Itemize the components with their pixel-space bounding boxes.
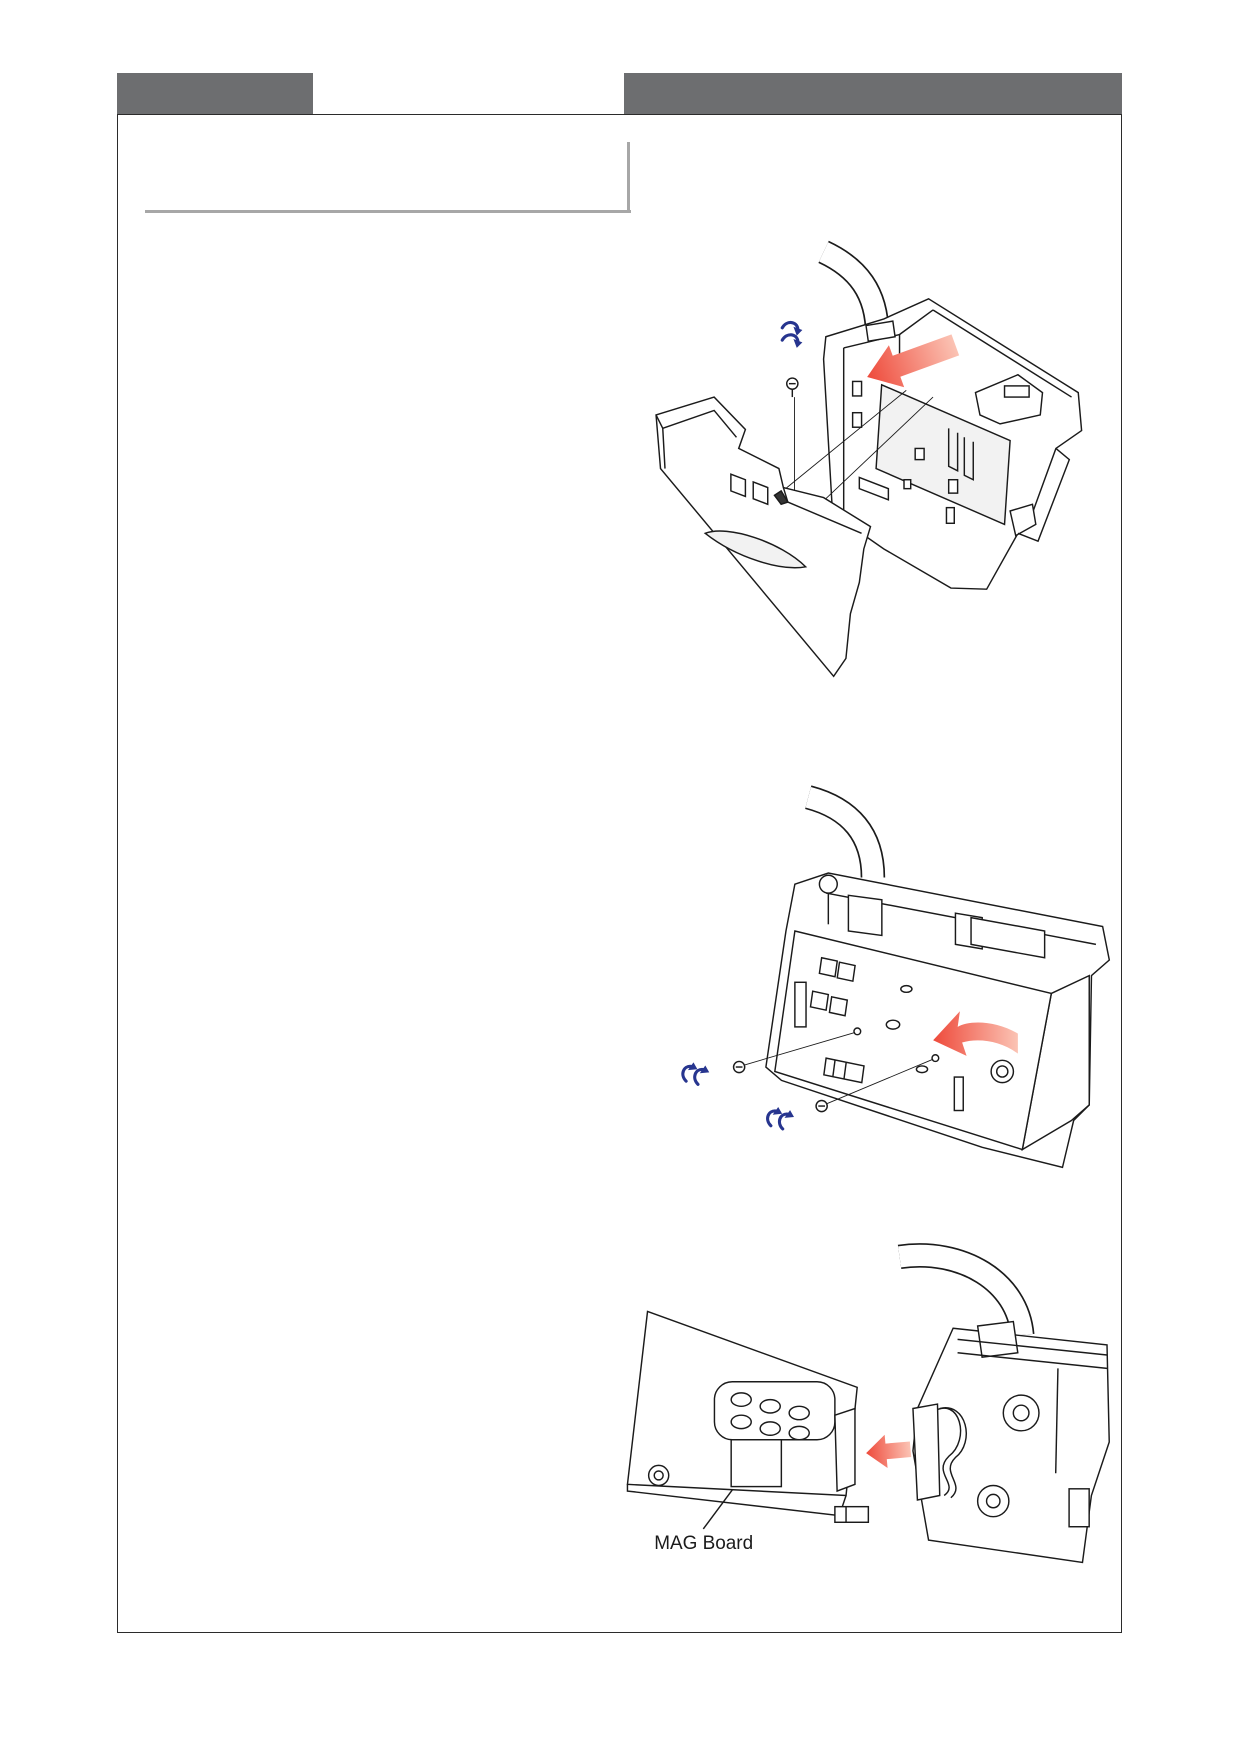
curved-arrow-icon: [933, 1011, 1018, 1056]
section-title-box-bottom: [145, 210, 631, 213]
cable: [804, 785, 886, 878]
slide-arrow-icon: [867, 334, 960, 388]
figure-board-screws: [681, 785, 1111, 1169]
circuit-board: [774, 930, 1053, 1151]
screw-rotate-icon: [766, 1106, 795, 1131]
guide-lines: [785, 390, 934, 500]
chassis: [912, 1320, 1110, 1564]
header-bar-left: [117, 73, 313, 115]
figure-front-cover-removal: [655, 240, 1083, 678]
screw-rotate-icon: [681, 1062, 710, 1086]
screw-icon: [786, 377, 799, 398]
section-title-box-side: [627, 142, 630, 213]
cable: [818, 240, 890, 335]
figure-mag-board-removal: MAG Board: [626, 1243, 1110, 1564]
page-frame: [117, 114, 1122, 1633]
leader-line: [702, 1489, 733, 1530]
slide-arrow-icon: [866, 1434, 912, 1469]
screw-rotate-icon: [780, 320, 803, 348]
front-cover: [655, 396, 872, 678]
screw-icon: [815, 1099, 828, 1113]
header-bar-right: [624, 73, 1122, 115]
cable: [897, 1243, 1035, 1337]
screw-icon: [732, 1060, 746, 1074]
mag-board: [626, 1310, 870, 1523]
guide-lines: [741, 1032, 934, 1106]
mag-board-label: MAG Board: [654, 1533, 753, 1554]
header-tab: [313, 73, 624, 115]
